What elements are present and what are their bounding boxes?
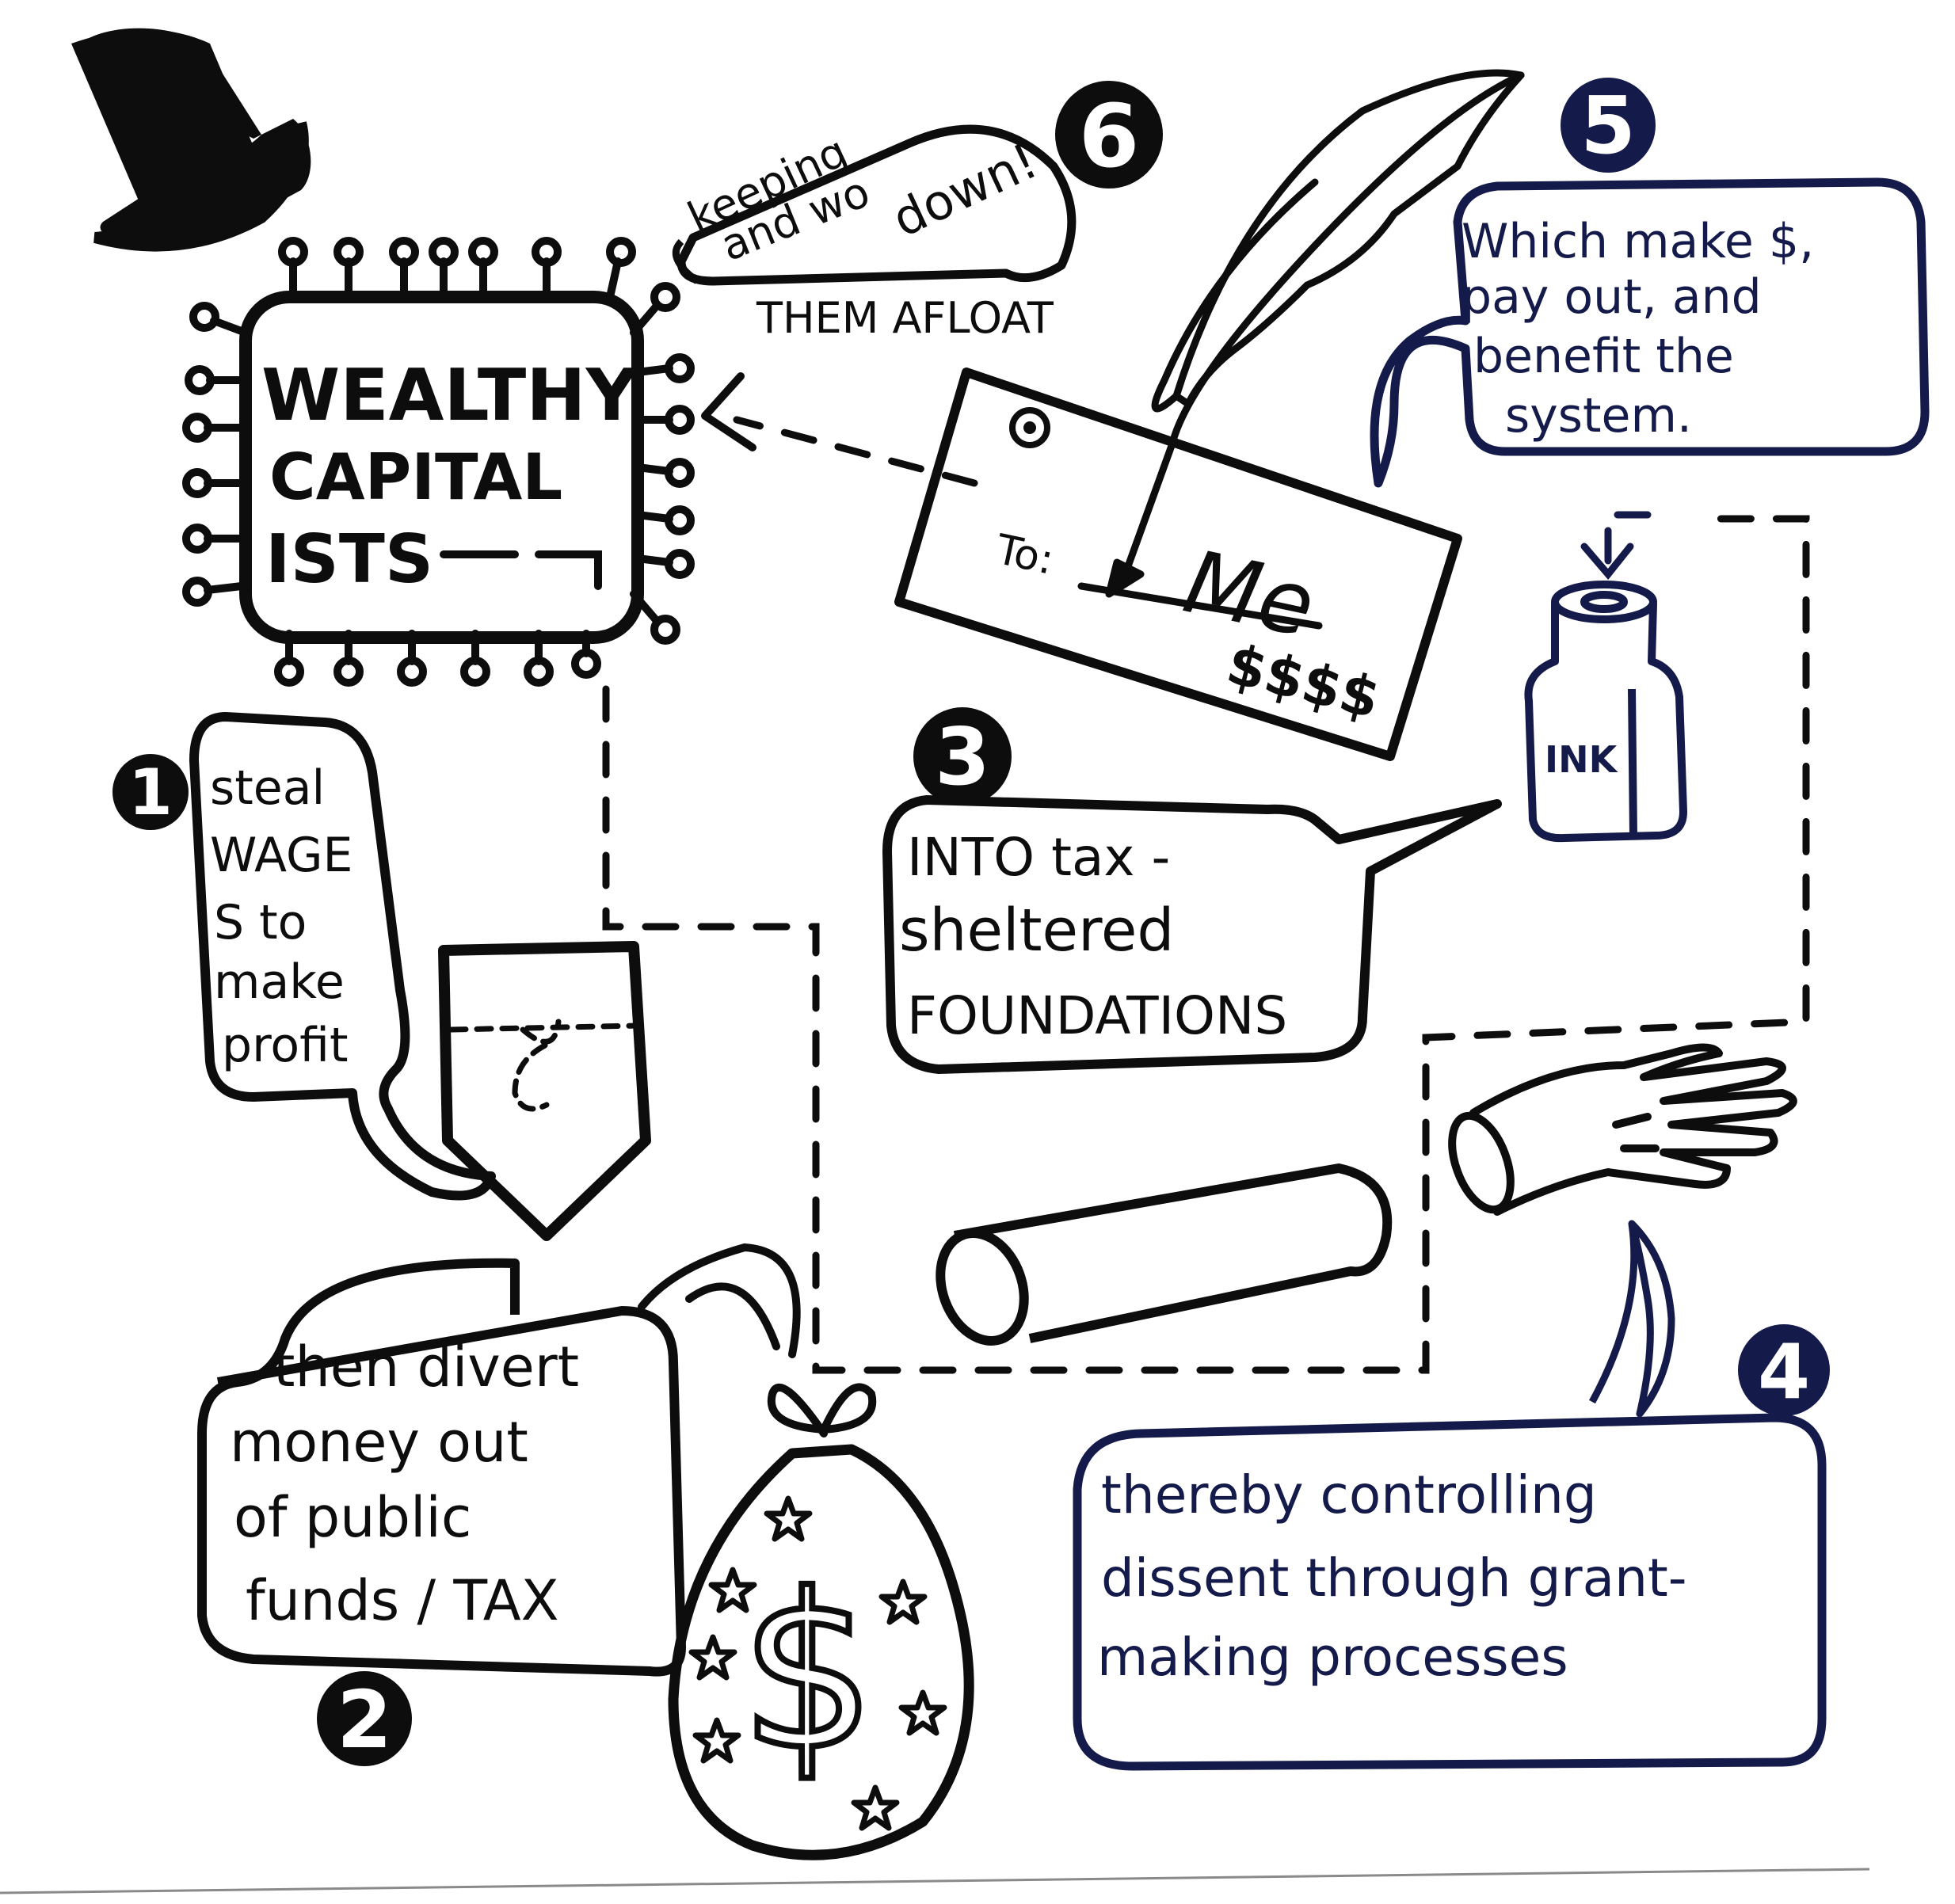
step-5-line-4: system. xyxy=(1505,388,1692,444)
step-6-caption: THEM AFLOAT xyxy=(756,293,1054,343)
step-2-line-4: funds / TAX xyxy=(246,1568,559,1633)
step-1-badge xyxy=(112,754,189,830)
step-4-bubble-tail xyxy=(1589,1220,1675,1418)
title-line-3: ISTS xyxy=(265,520,433,599)
pocket-icon xyxy=(438,941,651,1241)
virus-frame-icon xyxy=(182,237,695,687)
step-5-number: 5 xyxy=(1580,79,1636,172)
step-5-text: Which make $, pay out, and benefit the s… xyxy=(1461,214,1814,444)
step-5-line-2: pay out, and xyxy=(1461,269,1762,325)
megaphone-icon xyxy=(676,124,1077,286)
step-3: 3 INTO tax - sheltered FOUNDATIONS xyxy=(882,707,1502,1074)
hand-icon xyxy=(1448,1043,1797,1216)
paper-edge-line xyxy=(0,1868,1870,1894)
title-line-1: WEALTHY xyxy=(261,354,639,437)
title-frame xyxy=(239,291,644,644)
title-dash-connector xyxy=(440,550,602,590)
step-3-text: INTO tax - sheltered FOUNDATIONS xyxy=(899,827,1287,1046)
wealthy-capitalists-node: WEALTHY CAPITAL ISTS xyxy=(182,237,695,687)
step-3-badge xyxy=(913,707,1012,805)
step-6-line-3: down! xyxy=(883,131,1046,248)
step-4-badge xyxy=(1738,1324,1830,1416)
step-3-line-1: INTO tax - xyxy=(907,827,1170,888)
step-2-bubble-tail xyxy=(638,1243,801,1358)
step-1-number: 1 xyxy=(128,756,173,829)
step-2-text: then divert money out of public funds / … xyxy=(230,1335,579,1633)
step-6-number: 6 xyxy=(1079,86,1140,187)
star-icon xyxy=(767,1498,810,1539)
step-4-number: 4 xyxy=(1758,1329,1810,1416)
step-5-badge xyxy=(1561,78,1656,173)
step-1-line-5: profit xyxy=(222,1018,348,1073)
check-icon: To: Me $$$$ xyxy=(894,367,1462,761)
step-2-line-2: money out xyxy=(230,1410,528,1475)
step-3-line-3: FOUNDATIONS xyxy=(907,985,1287,1046)
title-line-2: CAPITAL xyxy=(269,440,562,514)
money-bag-symbol: $ xyxy=(740,1548,876,1797)
step-6-badge xyxy=(1055,81,1163,188)
step-4-bubble xyxy=(1073,1413,1827,1771)
step-1-line-4: make xyxy=(214,954,345,1010)
star-icon xyxy=(901,1693,944,1733)
step-1-text: steal WAGE S to make profit xyxy=(210,760,353,1073)
step-4: 4 thereby controlling dissent through gr… xyxy=(1073,1220,1830,1771)
step-2-badge xyxy=(317,1671,412,1766)
step-4-line-2: dissent through grant- xyxy=(1101,1548,1687,1609)
step-6: 6 keeping and wo down! THEM AFLOAT xyxy=(672,81,1163,343)
step-2-number: 2 xyxy=(337,1674,392,1766)
step-3-bubble xyxy=(882,795,1502,1074)
check-to-label: To: xyxy=(991,526,1058,585)
step-3-number: 3 xyxy=(935,710,990,803)
step-2-bubble xyxy=(197,1258,686,1677)
ink-bottle-label: INK xyxy=(1545,738,1619,781)
step-4-text: thereby controlling dissent through gran… xyxy=(1097,1464,1687,1688)
step-5-line-3: benefit the xyxy=(1473,329,1734,384)
step-6-text: keeping and wo down! xyxy=(680,126,1046,271)
step-5: 5 Which make $, pay out, and benefit the… xyxy=(1370,78,1930,488)
money-bag-icon: $ xyxy=(668,1383,974,1860)
star-icon xyxy=(882,1582,924,1622)
megaphone-mouth xyxy=(672,238,699,284)
step-1-line-3: S to xyxy=(214,895,307,950)
star-icon xyxy=(695,1720,738,1761)
step-5-bubble xyxy=(1370,177,1930,488)
step-2: then divert money out of public funds / … xyxy=(197,1243,801,1766)
step-1-line-1: steal xyxy=(210,760,325,816)
step-5-line-1: Which make $, xyxy=(1461,214,1814,269)
star-icon xyxy=(692,1637,734,1677)
step-4-line-3: making processes xyxy=(1097,1627,1568,1688)
step-2-line-3: of public xyxy=(234,1485,471,1550)
flow-lines xyxy=(602,416,1810,1374)
pipe-icon xyxy=(936,1163,1393,1346)
ink-bottle-icon: INK xyxy=(1524,581,1687,843)
feather-quill-icon xyxy=(1105,69,1525,598)
step-1-line-2: WAGE xyxy=(210,828,353,883)
check-arrow-head xyxy=(701,372,756,451)
step-4-line-1: thereby controlling xyxy=(1101,1464,1597,1525)
step-1: 1 steal WAGE S to make profit xyxy=(112,712,496,1201)
step-2-line-1: then divert xyxy=(273,1335,579,1399)
top-hat-icon xyxy=(71,28,311,252)
ink-arrow-head xyxy=(1580,543,1634,581)
step-3-line-2: sheltered xyxy=(899,897,1174,965)
